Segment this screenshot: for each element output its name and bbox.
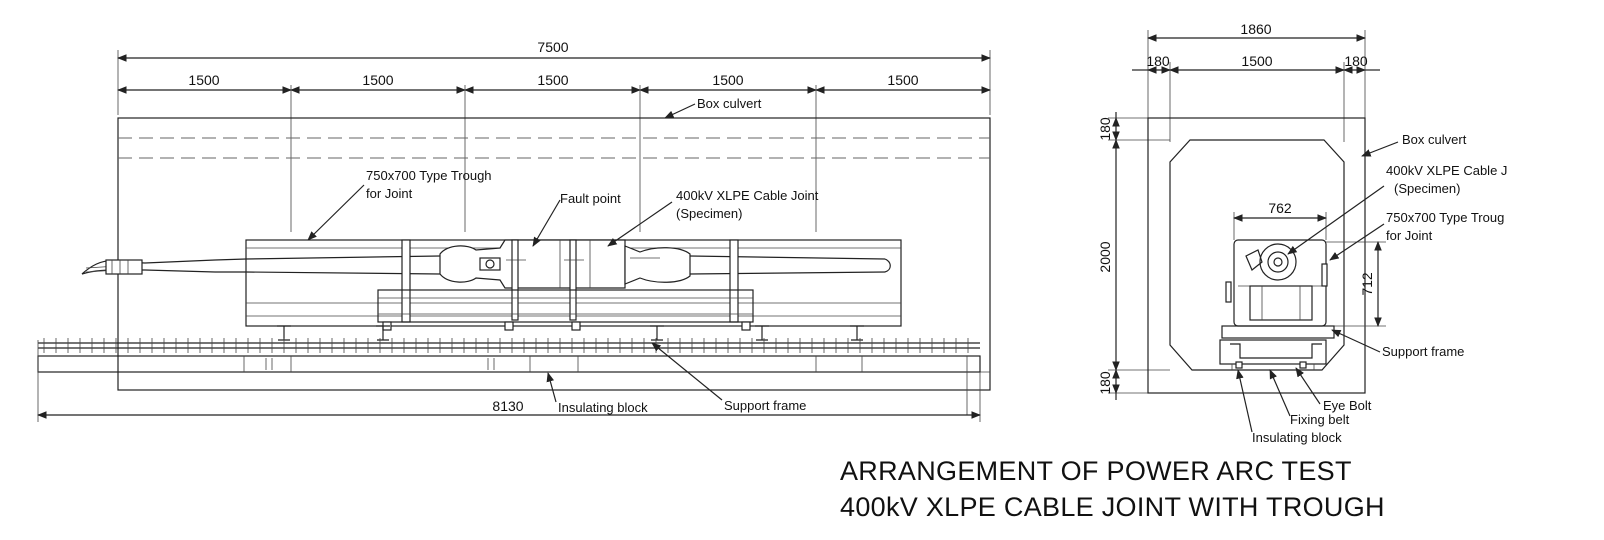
- dim-section-right: 180: [1344, 53, 1368, 69]
- section-trough: [1225, 239, 1328, 327]
- label-section-fixing-belt: Fixing belt: [1290, 412, 1350, 427]
- label-section-trough: 750x700 Type Troug: [1386, 210, 1504, 225]
- label-insulating-block: Insulating block: [558, 400, 648, 415]
- dim-total-label: 7500: [537, 39, 568, 55]
- dim-section-height: 2000: [1097, 241, 1113, 272]
- side-view: 7500 1500 1500 1500 1500 1500: [37, 39, 991, 422]
- label-specimen: (Specimen): [676, 206, 742, 221]
- dim-segment-1: 1500: [188, 72, 219, 88]
- dim-section-mid: 1500: [1241, 53, 1272, 69]
- support-legs: [277, 325, 864, 341]
- label-trough: 750x700 Type Trough: [366, 168, 492, 183]
- section-support: [1219, 325, 1335, 370]
- insulating-block-base: [37, 355, 981, 415]
- dim-trough-height: 712: [1359, 272, 1375, 296]
- dim-segment-5: 1500: [887, 72, 918, 88]
- label-box-culvert: Box culvert: [697, 96, 762, 111]
- section-width-dims: 1860 180 1500 180: [1132, 21, 1380, 142]
- section-box-culvert: [1147, 117, 1366, 394]
- title-line-2: 400kV XLPE CABLE JOINT WITH TROUGH: [840, 492, 1385, 522]
- section-view: 1860 180 1500 180 180 2000 180: [1097, 21, 1507, 445]
- label-support-frame: Support frame: [724, 398, 806, 413]
- label-section-box-culvert: Box culvert: [1402, 132, 1467, 147]
- support-frame: [377, 289, 754, 331]
- cable-joint: [439, 239, 691, 289]
- dimension-segments: 1500 1500 1500 1500 1500: [117, 72, 991, 232]
- title-line-1: ARRANGEMENT OF POWER ARC TEST: [840, 456, 1352, 486]
- dim-section-left: 180: [1146, 53, 1170, 69]
- label-section-support-frame: Support frame: [1382, 344, 1464, 359]
- ladder-rail: [38, 338, 980, 353]
- section-height-dims: 180 2000 180: [1097, 112, 1170, 400]
- dim-segment-3: 1500: [537, 72, 568, 88]
- label-section-insulating-block: Insulating block: [1252, 430, 1342, 445]
- label-section-cable-joint: 400kV XLPE Cable J: [1386, 163, 1507, 178]
- section-labels: Box culvert 400kV XLPE Cable J (Specimen…: [1236, 132, 1507, 445]
- label-section-specimen: (Specimen): [1394, 181, 1460, 196]
- label-cable-joint: 400kV XLPE Cable Joint: [676, 188, 819, 203]
- dimension-overall: 8130: [37, 340, 981, 422]
- dim-segment-4: 1500: [712, 72, 743, 88]
- dim-overall-label: 8130: [492, 398, 523, 414]
- section-trough-dims: 762 712: [1233, 200, 1386, 327]
- label-section-eye-bolt: Eye Bolt: [1323, 398, 1372, 413]
- dim-section-bottom: 180: [1097, 371, 1113, 395]
- dimension-total: 7500: [117, 39, 991, 115]
- dim-trough-width: 762: [1268, 200, 1292, 216]
- label-section-trough-2: for Joint: [1386, 228, 1433, 243]
- cable: [81, 255, 891, 275]
- dim-section-top: 180: [1097, 117, 1113, 141]
- dim-section-width: 1860: [1240, 21, 1271, 37]
- dim-segment-2: 1500: [362, 72, 393, 88]
- label-fault-point: Fault point: [560, 191, 621, 206]
- drawing-title: ARRANGEMENT OF POWER ARC TEST 400kV XLPE…: [840, 456, 1385, 522]
- label-trough-2: for Joint: [366, 186, 413, 201]
- side-labels: Box culvert 750x700 Type Trough for Join…: [307, 96, 819, 415]
